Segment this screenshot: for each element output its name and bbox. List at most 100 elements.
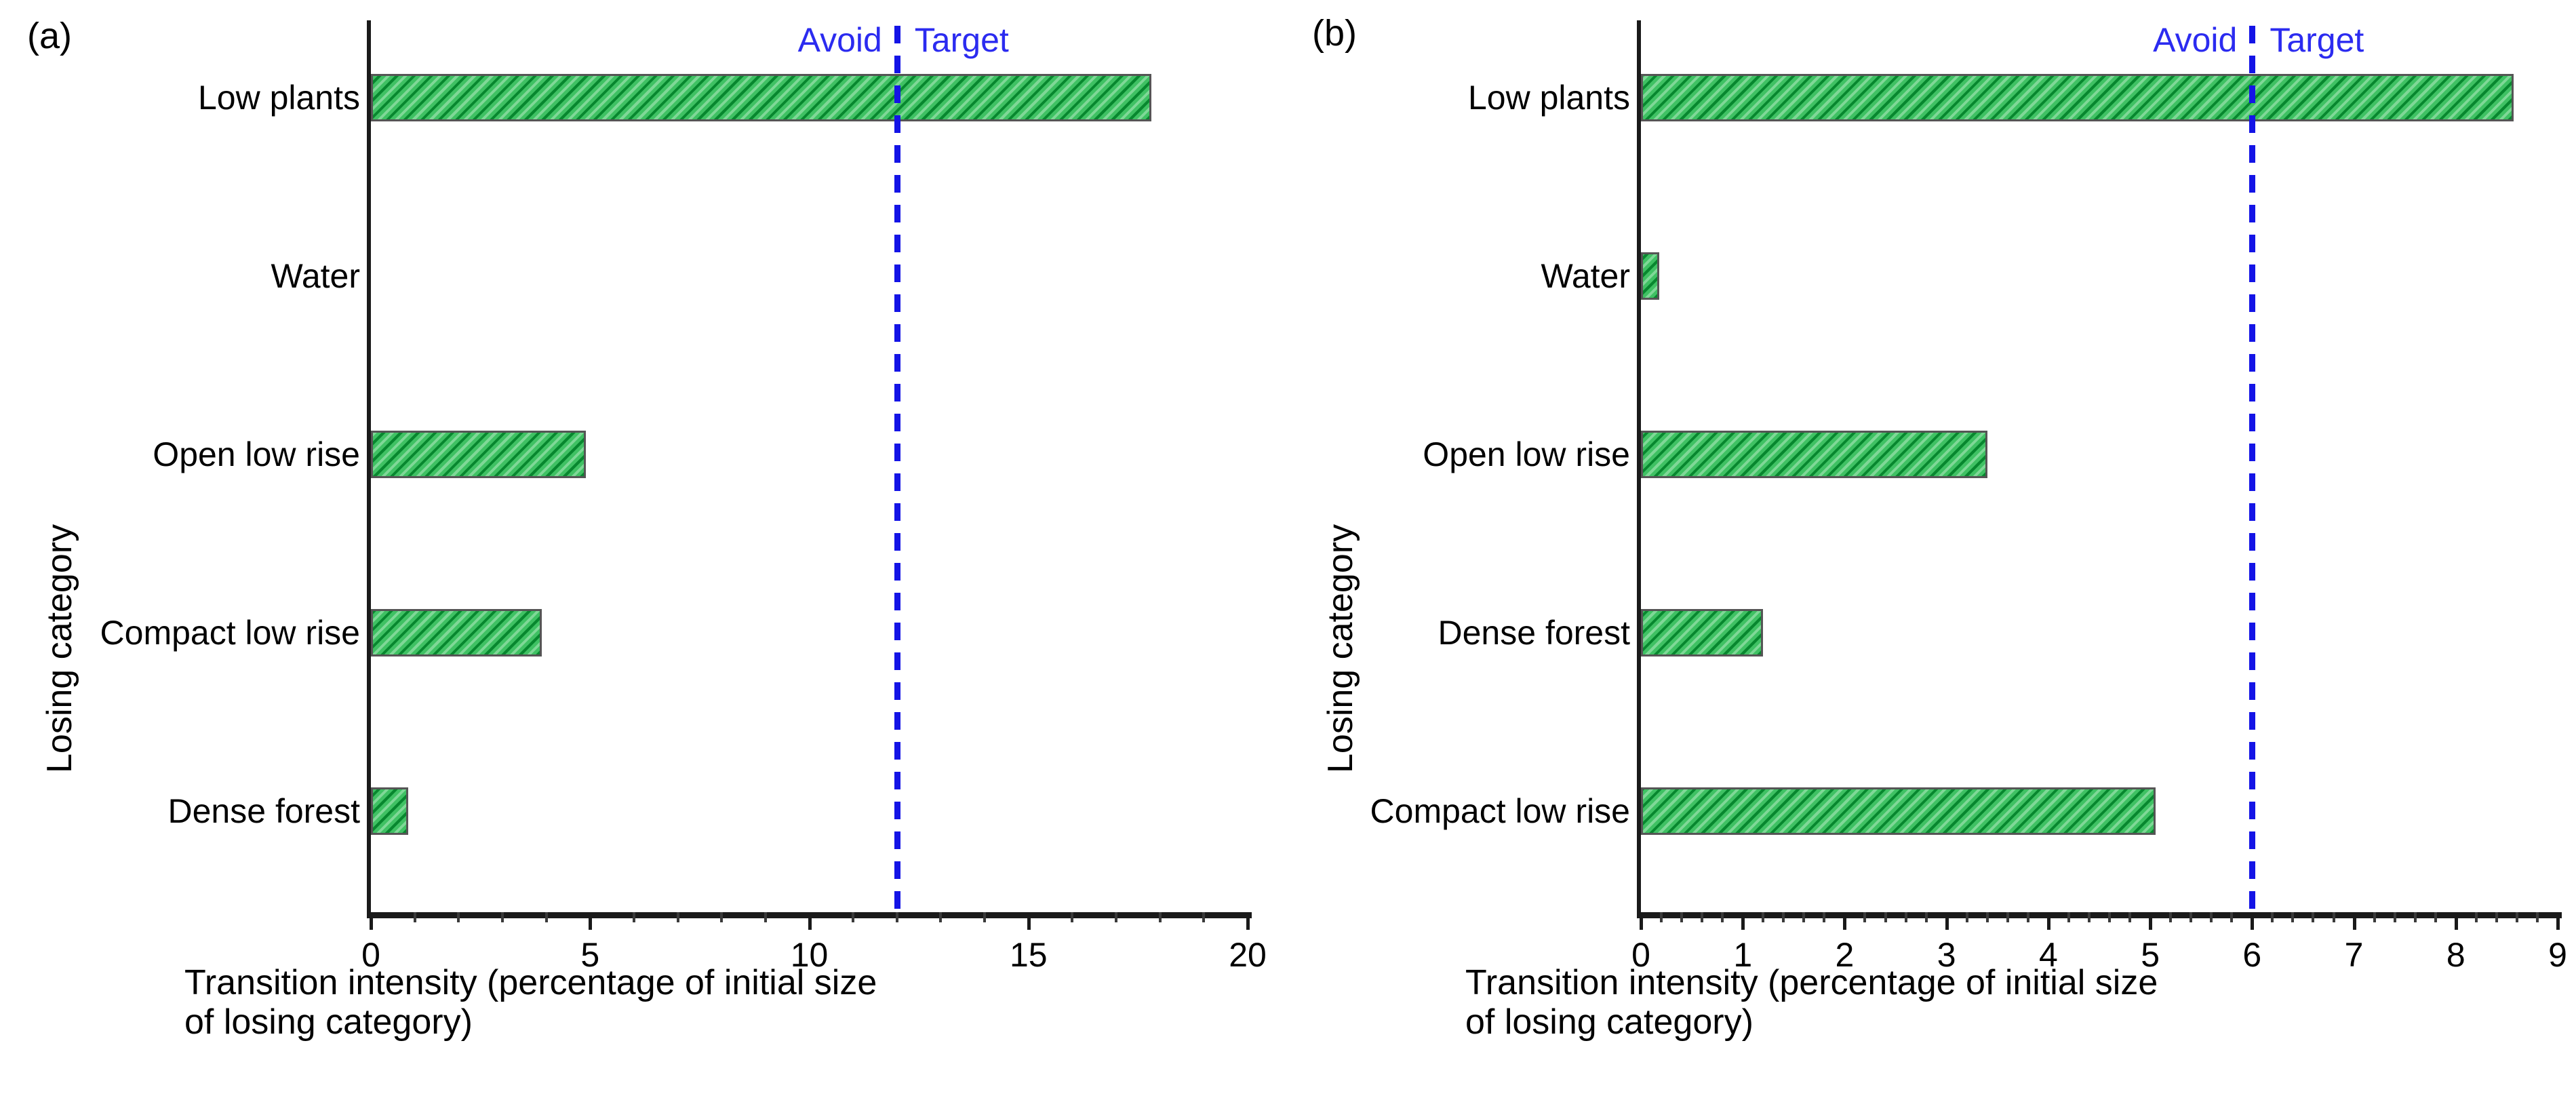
x-tick-minor [2087, 912, 2090, 922]
x-tick-minor [895, 912, 898, 922]
category-label: Compact low rise [1370, 791, 1630, 830]
x-tick-label: 9 [2548, 936, 2567, 974]
x-tick-label: 5 [580, 936, 600, 974]
x-tick-label: 2 [1835, 936, 1855, 974]
bar [1641, 73, 2514, 121]
x-tick-minor [457, 912, 460, 922]
x-tick-minor [2108, 912, 2112, 922]
x-tick-major [1027, 912, 1031, 930]
x-tick-minor [2535, 912, 2539, 922]
threshold-label-avoid: Avoid [797, 21, 882, 59]
x-tick-minor [544, 912, 548, 922]
category-label: Open low rise [1423, 435, 1630, 473]
x-tick-minor [1965, 912, 1968, 922]
x-tick-minor [2230, 912, 2234, 922]
category-label: Dense forest [167, 791, 360, 830]
bar [1641, 787, 2156, 835]
x-tick-minor [500, 912, 504, 922]
category-label: Open low rise [153, 435, 360, 473]
panel-a-x-caption-line2: of losing category) [184, 1002, 473, 1042]
x-tick-major [2046, 912, 2050, 930]
x-tick-minor [1924, 912, 1928, 922]
panel-b-x-axis-line [1637, 912, 2562, 918]
x-tick-minor [1202, 912, 1206, 922]
x-tick-major [1843, 912, 1847, 930]
panel-b-x-axis-caption: Transition intensity (percentage of init… [1465, 963, 2158, 1042]
panel-b-x-caption-line1: Transition intensity (percentage of init… [1465, 963, 2158, 1002]
x-tick-major [1945, 912, 1949, 930]
threshold-line [2249, 26, 2256, 912]
category-label: Low plants [1467, 78, 1630, 117]
category-label: Water [271, 256, 361, 295]
x-tick-label: 3 [1937, 936, 1956, 974]
x-tick-minor [852, 912, 855, 922]
x-tick-minor [1884, 912, 1887, 922]
x-tick-label: 4 [2038, 936, 2058, 974]
x-tick-minor [2210, 912, 2213, 922]
x-tick-minor [1762, 912, 1765, 922]
x-tick-major [2251, 912, 2255, 930]
x-tick-minor [1802, 912, 1806, 922]
bar [371, 608, 542, 656]
x-tick-minor [2312, 912, 2315, 922]
threshold-label-target: Target [914, 21, 1009, 59]
category-label: Compact low rise [100, 613, 360, 652]
x-tick-minor [2332, 912, 2335, 922]
panel-a-y-axis-line [367, 20, 371, 912]
x-tick-major [1741, 912, 1745, 930]
x-tick-minor [676, 912, 679, 922]
x-tick-minor [2291, 912, 2295, 922]
x-tick-minor [720, 912, 724, 922]
bar [371, 430, 586, 478]
x-tick-minor [2413, 912, 2417, 922]
x-tick-minor [2067, 912, 2070, 922]
category-label: Low plants [197, 78, 360, 117]
x-tick-minor [1823, 912, 1826, 922]
x-tick-minor [2189, 912, 2193, 922]
x-tick-label: 8 [2446, 936, 2465, 974]
x-tick-minor [2474, 912, 2478, 922]
panel-b-letter: (b) [1312, 13, 1357, 54]
x-tick-major [2149, 912, 2153, 930]
x-tick-minor [1158, 912, 1162, 922]
x-tick-minor [2495, 912, 2498, 922]
x-tick-major [589, 912, 593, 930]
x-tick-minor [1863, 912, 1867, 922]
x-tick-label: 0 [361, 936, 380, 974]
x-tick-minor [2515, 912, 2518, 922]
bar [1641, 608, 1764, 656]
x-tick-minor [983, 912, 987, 922]
x-tick-minor [1701, 912, 1704, 922]
x-tick-major [1640, 912, 1643, 930]
panel-a-x-caption-line1: Transition intensity (percentage of init… [184, 963, 877, 1002]
panel-b-x-caption-line2: of losing category) [1465, 1002, 1753, 1042]
x-tick-minor [1071, 912, 1074, 922]
x-tick-label: 7 [2344, 936, 2364, 974]
x-tick-label: 1 [1733, 936, 1753, 974]
x-tick-minor [632, 912, 635, 922]
x-tick-minor [2373, 912, 2376, 922]
bar [371, 787, 408, 835]
x-tick-minor [2169, 912, 2173, 922]
x-tick-minor [1721, 912, 1724, 922]
x-tick-major [370, 912, 373, 930]
x-tick-minor [2128, 912, 2132, 922]
x-tick-minor [1782, 912, 1785, 922]
x-tick-minor [2006, 912, 2009, 922]
x-tick-major [808, 912, 812, 930]
panel-b-y-axis-title: Losing category [1321, 524, 1360, 773]
x-tick-label: 10 [790, 936, 829, 974]
x-tick-minor [1904, 912, 1907, 922]
x-tick-label: 6 [2242, 936, 2262, 974]
bar [371, 73, 1151, 121]
x-tick-minor [764, 912, 767, 922]
x-tick-minor [1985, 912, 1989, 922]
category-label: Water [1541, 256, 1631, 295]
x-tick-minor [939, 912, 943, 922]
threshold-line [894, 26, 900, 912]
panel-a-letter: (a) [27, 16, 72, 56]
x-tick-minor [1680, 912, 1684, 922]
x-tick-label: 20 [1229, 936, 1267, 974]
